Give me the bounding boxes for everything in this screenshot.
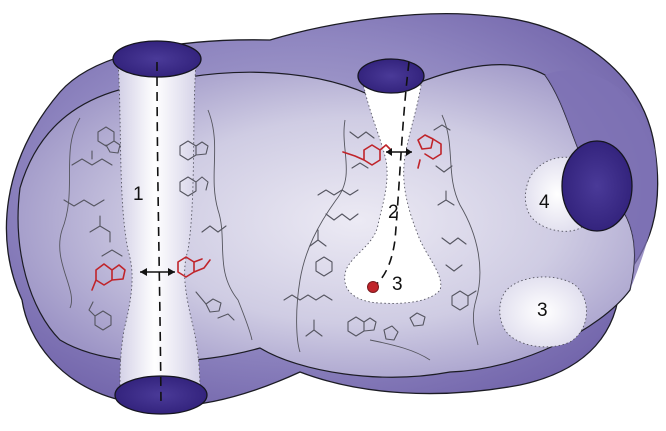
label-channel-1: 1 [133,184,144,205]
channel-2-axis [372,61,410,288]
residue-sketches [63,124,477,341]
label-cavity-end: 3 [392,274,403,295]
label-pocket-4: 4 [539,192,550,213]
pocket-3 [499,276,587,348]
channel-1-top-opening [112,40,202,78]
bottleneck-arrow-1 [140,268,175,276]
cavity-ligand-dot [367,281,379,293]
highlighted-residues [91,134,442,291]
pocket-4-opening [561,140,633,232]
label-pocket-3: 3 [537,300,548,321]
channel-2-top-opening [357,58,425,94]
channel-2-tunnel [344,77,442,304]
channel-1-axis [156,61,162,406]
bottleneck-arrow-2 [386,148,412,156]
label-channel-2: 2 [388,202,399,223]
protein-walls [59,109,481,361]
